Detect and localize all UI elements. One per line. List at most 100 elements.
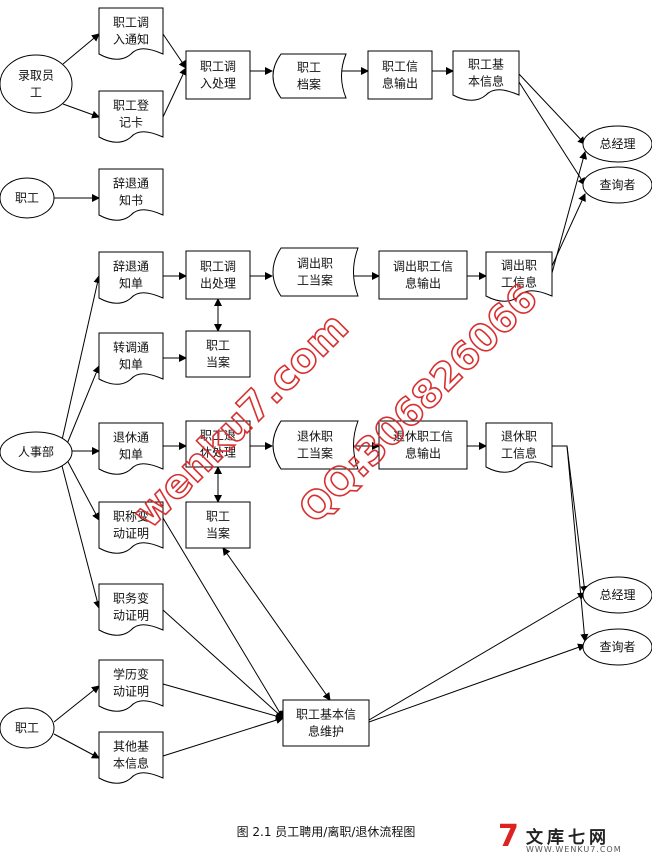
node-label-line: 知单 [119,277,143,291]
document-shape [98,731,164,784]
edge-reg_card-to-proc_in [162,67,187,118]
node-label-line: 转调通 [113,340,149,355]
edge-staff2-to-edu_change [53,685,100,723]
node-label-line: 职工 [15,721,39,735]
node-label-line: 辞退通 [113,176,149,191]
document-shape [98,168,164,221]
figure-caption: 图 2.1 员工聘用/离职/退休流程图 [236,825,416,839]
process-box [185,50,251,100]
document-shape [98,90,164,143]
edge-maint-to-q2 [368,643,586,723]
node-label-line: 总经理 [599,137,635,151]
node-label-line: 当案 [206,526,230,541]
node-label-line: 动证明 [113,685,149,699]
node-label-line: 查询者 [599,640,635,654]
node-label-line: 出处理 [200,277,236,291]
document-shape [98,7,164,60]
ellipse-shape [0,177,55,219]
node-label-line: 当案 [206,355,230,370]
node-label-line: 职工 [206,339,230,353]
edge-hr-to-dismiss_form [61,275,102,441]
node-label-line: 知单 [119,448,143,462]
node-label-line: 总经理 [599,588,635,602]
node-label-line: 息输出 [382,76,418,91]
node-label-line: 本信息 [468,74,504,89]
node-label-line: 职工基本信 [296,708,356,722]
node-label-line: 档案 [297,77,321,92]
ellipse-shape [0,54,73,114]
process-box [378,420,468,470]
process-box [185,330,251,378]
document-shape [98,659,164,712]
process-box [185,250,251,300]
edge-post_change-to-maint [162,609,284,719]
node-label-line: 调出职工信 [393,260,453,274]
node-label-line: 知书 [119,194,143,208]
node-label-line: 职工退 [200,429,236,443]
edge-hr-to-transfer_form [66,365,101,445]
node-label-line: 查询者 [599,178,635,192]
edge-notice_in-to-proc_in [162,33,187,69]
node-label-line: 职工调 [200,60,236,74]
ellipse-shape [0,707,55,749]
process-box [185,420,251,468]
edge-hire_staff-to-reg_card [62,103,100,119]
node-label-line: 职工调 [200,260,236,274]
document-shape [452,50,520,101]
node-label-line: 记卡 [119,116,143,130]
document-shape [98,251,164,304]
node-q1: 查询者 [582,166,652,204]
node-label-line: 职工 [206,510,230,524]
node-label-line: 职工信 [382,60,418,74]
node-hr: 人事部 [0,431,73,473]
process-box [378,250,468,300]
edge-edu_change-to-maint [162,683,284,720]
node-label-line: 入通知 [113,33,149,47]
node-label-line: 辞退通 [113,259,149,274]
node-label-line: 动证明 [113,527,149,541]
document-shape [98,501,164,554]
node-staff2: 职工 [0,707,55,749]
node-staff1: 职工 [0,177,55,219]
node-label-line: 工当案 [297,273,333,288]
datastore-shape [272,247,359,297]
edge-hr-to-post_change [61,465,102,609]
edge-retire_info-to-q2 [566,445,589,642]
edge-other_info-to-maint [162,716,284,757]
edge-basic_info-to-gm1 [518,73,586,145]
node-label-line: 职工调 [113,16,149,30]
node-label-line: 工 [30,86,42,100]
node-label-line: 休处理 [200,446,236,460]
node-label-line: 职工 [297,61,321,75]
node-gm1: 总经理 [582,125,652,163]
node-label-line: 调出职 [297,257,333,271]
edge-hire_staff-to-notice_in [62,33,100,65]
node-label-line: 学历变 [113,667,149,682]
document-shape [98,332,164,385]
process-box [367,50,433,100]
node-label-line: 工当案 [297,446,333,461]
datastore-shape [272,420,359,470]
node-label-line: 息输出 [405,446,441,461]
node-label-line: 退休职 [501,430,537,444]
nodes: 录取员工职工调入通知职工登记卡职工调入处理职工档案职工信息输出职工基本信息总经理… [0,7,652,784]
node-q2: 查询者 [582,628,652,666]
edge-retire_info-to-gm2 [552,445,589,594]
edge-maint-to-gm2 [368,592,586,721]
